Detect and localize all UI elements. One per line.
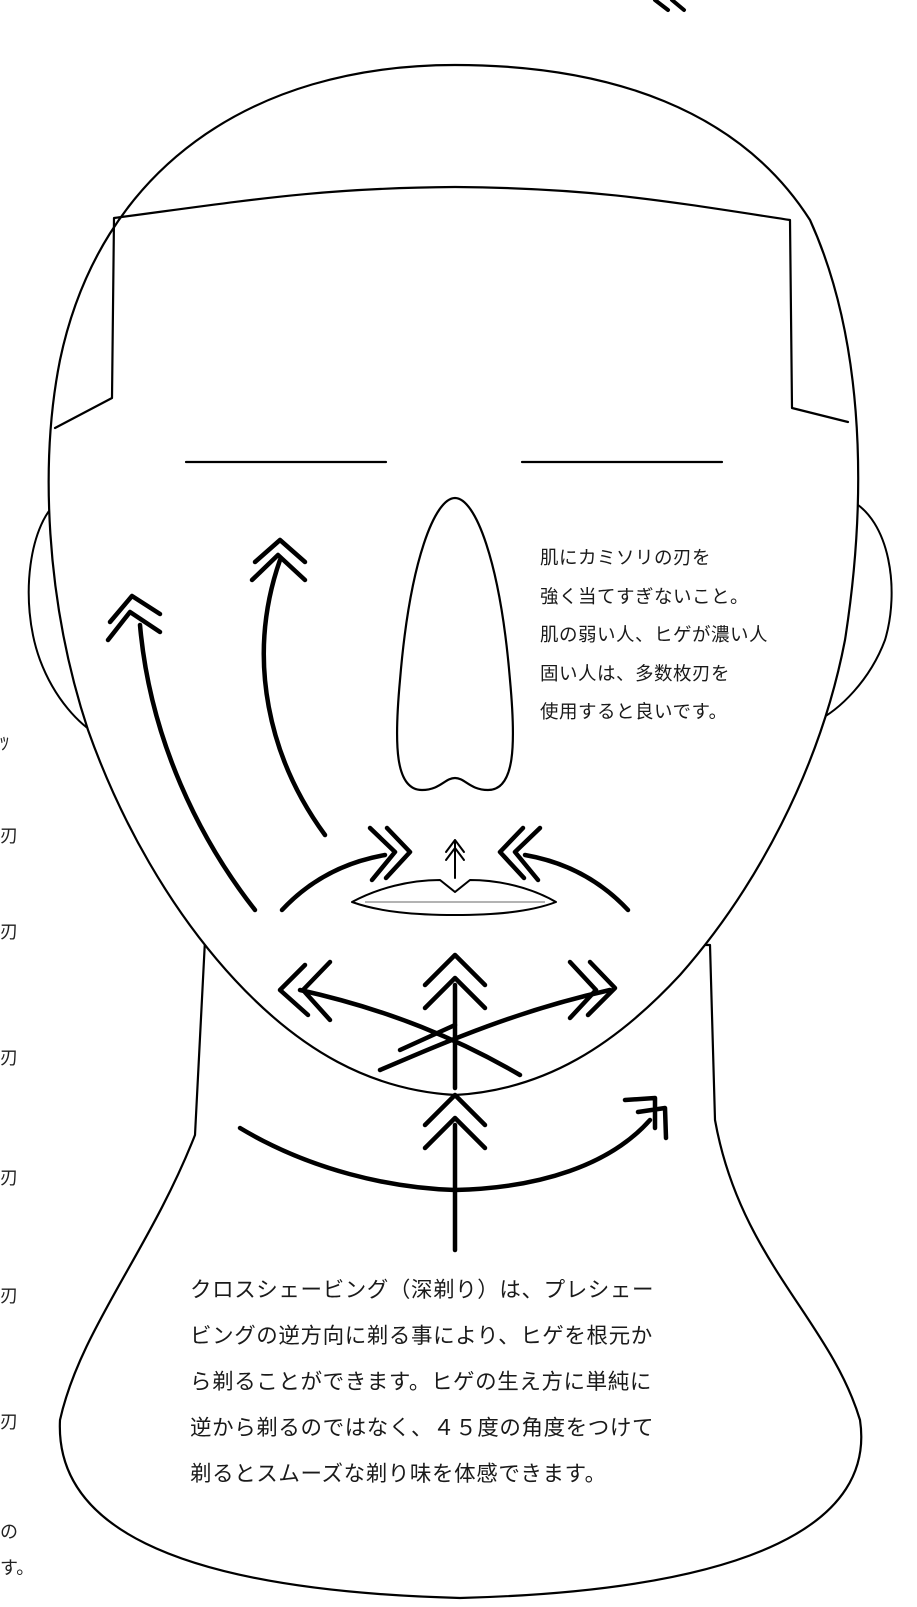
cross-note-line: クロスシェービング（深剃り）は、プレシェー xyxy=(190,1278,655,1303)
neck-outline xyxy=(58,938,863,1600)
nose-note-line: 強く当てすぎないこと。 xyxy=(540,586,750,608)
neck-sweep-arrow-head xyxy=(622,1095,669,1141)
cross-note-line: 剃るとスムーズな剃り味を体感できます。 xyxy=(190,1462,607,1487)
left-edge-fragment: 刃 xyxy=(0,922,18,943)
left-edge-fragment: 刃 xyxy=(0,1412,18,1433)
left-cheek-arrow-head xyxy=(105,593,163,643)
left-edge-fragment: ﾂ xyxy=(0,734,9,755)
left-edge-fragment: 刃 xyxy=(0,1048,18,1069)
chin-right-arrow xyxy=(377,987,613,1073)
chin-up-arrow-head xyxy=(422,952,488,1011)
chin-left-arrow-head xyxy=(277,959,333,1023)
left-edge-fragment: の xyxy=(0,1522,18,1543)
lips xyxy=(351,879,557,916)
left-cheek-arrow xyxy=(137,622,258,913)
philtrum-arrow xyxy=(445,839,465,879)
nose-note-line: 固い人は、多数枚刃を xyxy=(540,663,731,685)
right-mustache-arrow xyxy=(522,852,631,913)
right-mustache-arrow-head xyxy=(497,825,543,883)
left-upper-cheek-arrow-head xyxy=(249,537,308,583)
cross-shaving-note: クロスシェービング（深剃り）は、プレシェー ビングの逆方向に剃る事により、ヒゲを… xyxy=(190,1268,654,1498)
left-edge-fragment: す。 xyxy=(0,1558,35,1579)
left-edge-fragment: 刃 xyxy=(0,1168,18,1189)
nose-note: 肌にカミソリの刃を 強く当てすぎないこと。 肌の弱い人、ヒゲが濃い人 固い人は、… xyxy=(540,540,768,733)
left-edge-fragment: 刃 xyxy=(0,826,18,847)
top-arrow-fragment xyxy=(653,0,686,12)
left-mustache-arrow-head xyxy=(367,825,413,883)
cross-note-line: ビングの逆方向に剃る事により、ヒゲを根元か xyxy=(190,1324,653,1349)
neck-up-arrow-head xyxy=(422,1092,488,1151)
nose-note-line: 肌にカミソリの刃を xyxy=(540,548,712,569)
nose-note-line: 肌の弱い人、ヒゲが濃い人 xyxy=(540,625,769,646)
left-mustache-arrow xyxy=(279,852,388,913)
cross-note-line: ら剃ることができます。ヒゲの生え方に単純に xyxy=(190,1370,652,1395)
left-upper-cheek-arrow xyxy=(261,557,328,838)
left-edge-fragment: 刃 xyxy=(0,1286,18,1307)
chin-left-arrow xyxy=(297,987,523,1078)
cross-note-line: 逆から剃るのではなく、４５度の角度をつけて xyxy=(190,1416,655,1441)
chin-diagonal-line xyxy=(397,1022,458,1053)
hairline xyxy=(53,185,850,430)
nose-outline xyxy=(395,496,515,792)
neck-sweep-arrow xyxy=(237,1117,653,1193)
nose-note-line: 使用すると良いです。 xyxy=(540,702,728,723)
chin-right-arrow-head xyxy=(567,959,618,1021)
